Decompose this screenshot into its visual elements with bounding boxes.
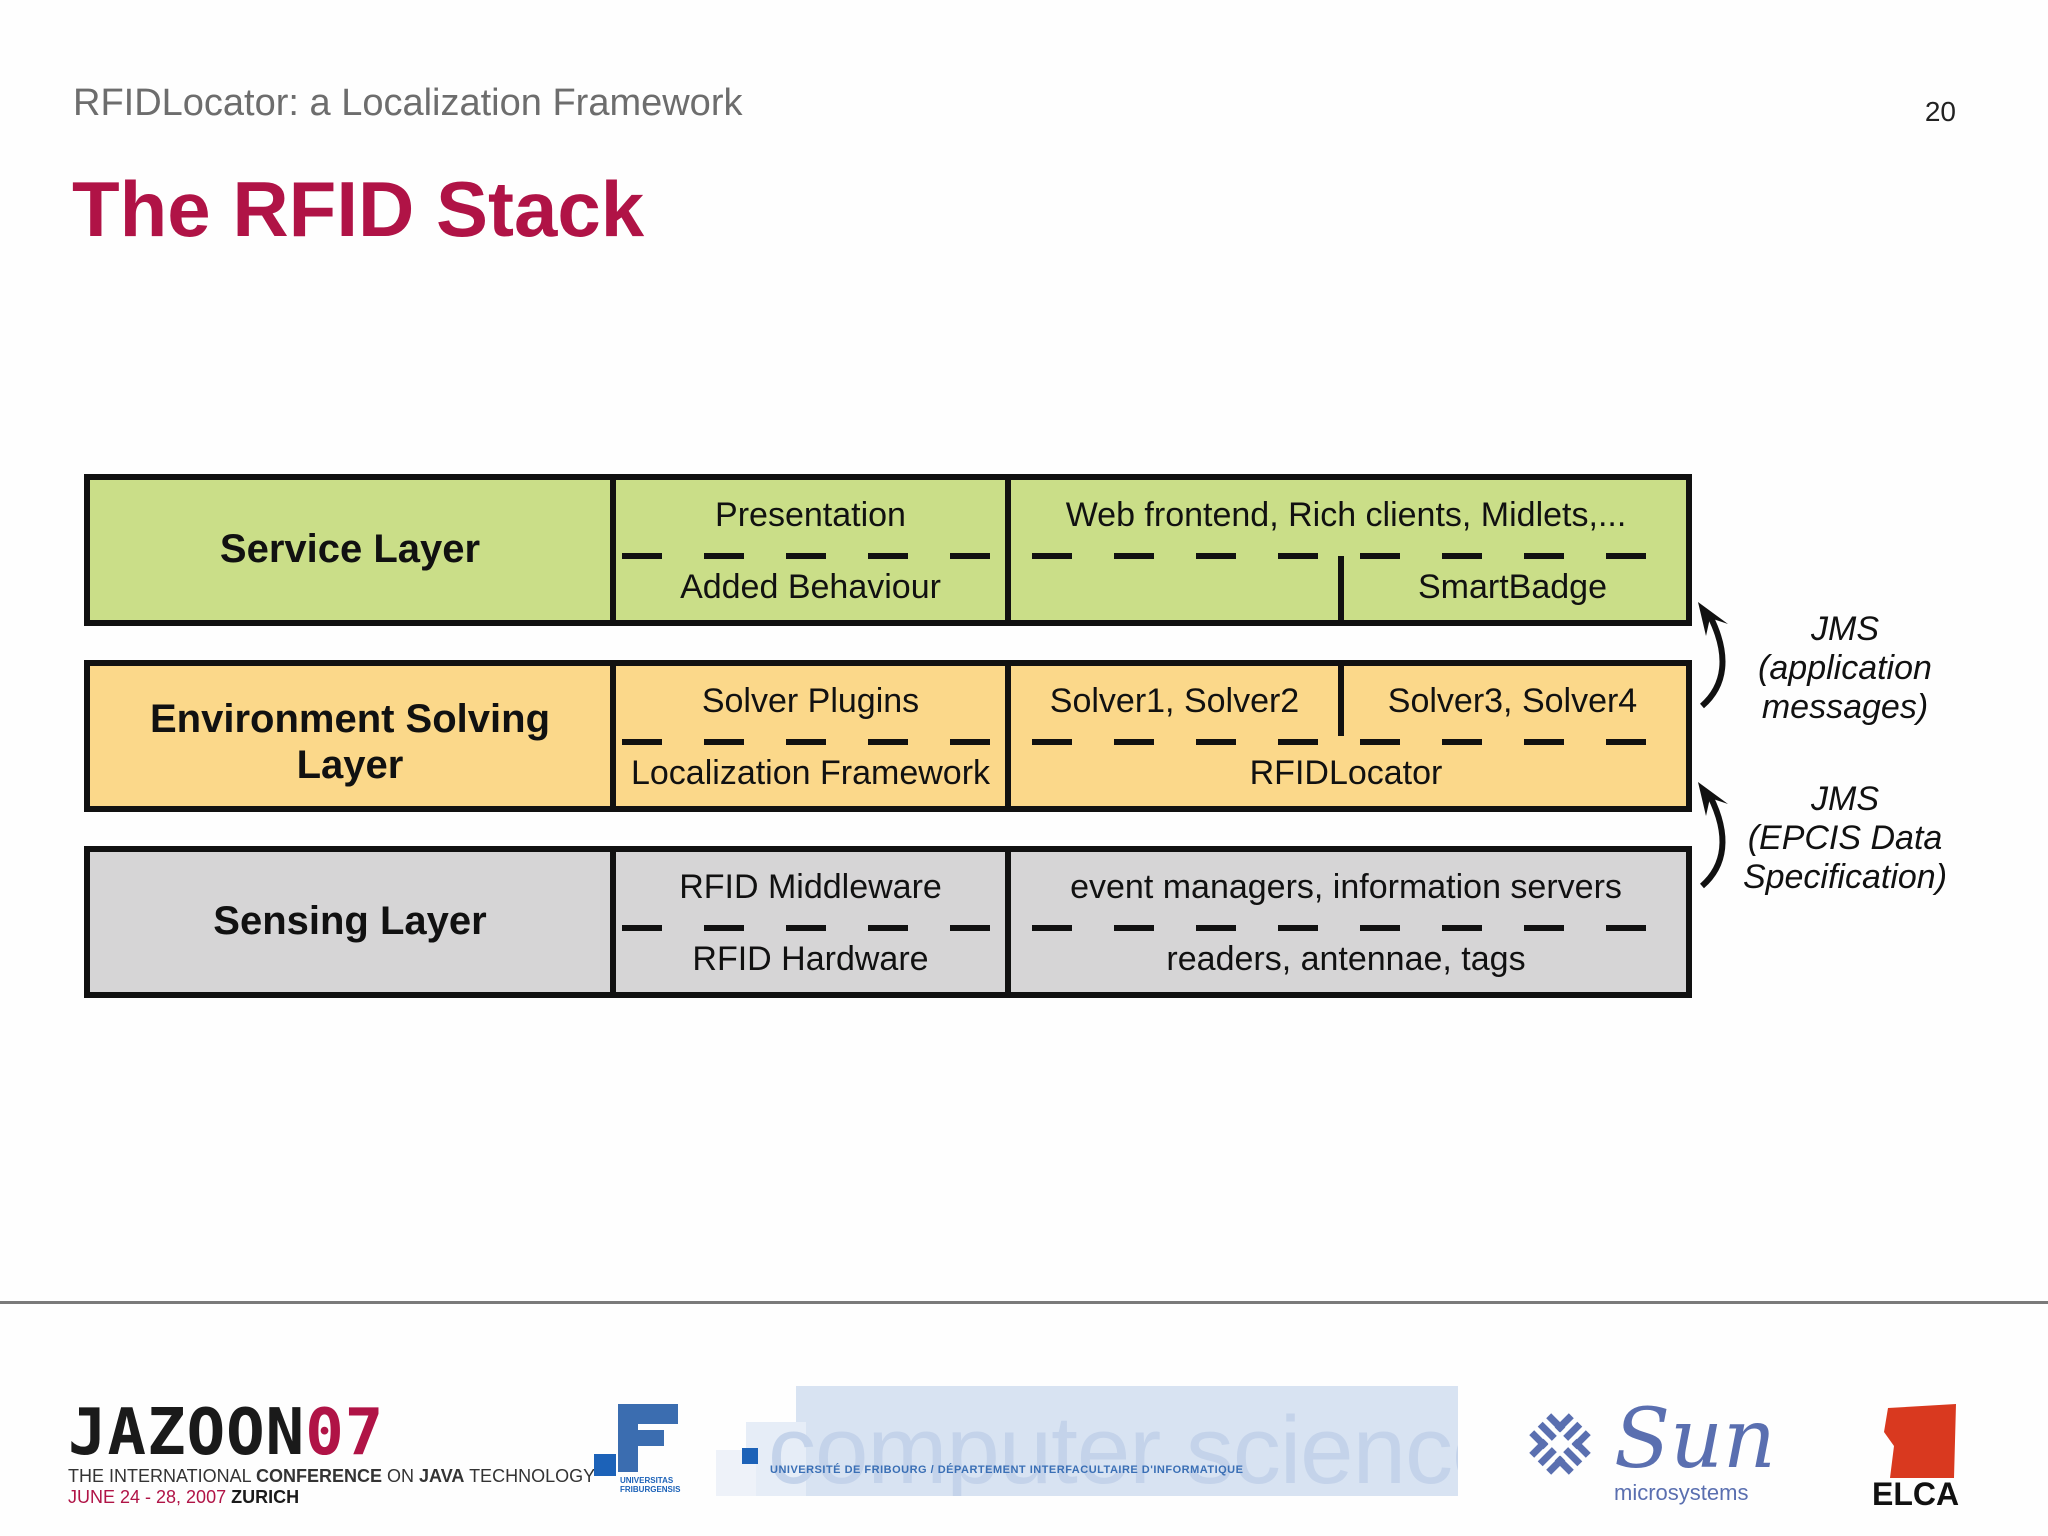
divider	[610, 474, 616, 626]
sensing-layer-box: Sensing Layer RFID Middleware RFID Hardw…	[84, 846, 1692, 998]
dashed-separator	[622, 739, 1000, 745]
dashed-separator	[1032, 553, 1680, 559]
dashed-separator	[1032, 739, 1680, 745]
environment-layer-label: Environment Solving Layer	[149, 697, 551, 787]
sun-subtitle: microsystems	[1614, 1480, 1749, 1505]
dashed-separator	[622, 553, 1000, 559]
computer-science-logo: computer science UNIVERSITÉ DE FRIBOURG …	[706, 1386, 1458, 1496]
dashed-separator	[1032, 925, 1680, 931]
service-layer-box: Service Layer Presentation Added Behavio…	[84, 474, 1692, 626]
env-solver1-solver2: Solver1, Solver2	[1049, 682, 1300, 720]
cs-square-icon	[742, 1448, 758, 1464]
cs-banner-bg	[796, 1386, 1458, 1496]
env-localization-framework: Localization Framework	[630, 754, 991, 792]
service-smartbadge: SmartBadge	[1418, 568, 1607, 606]
unifr-emblem-icon	[594, 1404, 678, 1476]
slide-subtitle: RFIDLocator: a Localization Framework	[73, 82, 743, 124]
upward-arrow-icon	[1698, 602, 1728, 709]
cs-caption: UNIVERSITÉ DE FRIBOURG / DÉPARTEMENT INT…	[770, 1464, 1244, 1476]
jms-application-messages-label: JMS (application messages)	[1758, 610, 1932, 726]
upward-arrow-icon	[1698, 782, 1728, 889]
divider	[610, 660, 616, 812]
slide-title: The RFID Stack	[72, 165, 645, 253]
service-clients: Web frontend, Rich clients, Midlets,...	[1065, 496, 1627, 534]
footer-divider	[0, 1301, 2048, 1304]
elca-emblem-icon	[1884, 1404, 1956, 1478]
sensing-event-managers: event managers, information servers	[1070, 868, 1622, 906]
divider	[1005, 474, 1011, 626]
jazoon-tagline: THE INTERNATIONAL CONFERENCE ON JAVA TEC…	[68, 1466, 596, 1486]
service-presentation: Presentation	[715, 496, 906, 534]
sun-wordmark: Sun	[1614, 1392, 1776, 1487]
env-solver3-solver4: Solver3, Solver4	[1387, 682, 1638, 720]
environment-layer-box: Environment Solving Layer Solver Plugins…	[84, 660, 1692, 812]
sun-emblem-icon	[1529, 1413, 1591, 1475]
sensing-rfid-hardware: RFID Hardware	[692, 940, 929, 978]
page-number: 20	[1924, 96, 1956, 127]
sun-logo: Sun microsystems	[1514, 1392, 1776, 1506]
service-added-behaviour: Added Behaviour	[680, 568, 941, 606]
env-solver-plugins: Solver Plugins	[701, 682, 920, 720]
cs-wordmark: computer science	[768, 1397, 1458, 1496]
elca-logo: ELCA	[1870, 1402, 1970, 1512]
divider	[1338, 556, 1344, 626]
sensing-rfid-middleware: RFID Middleware	[679, 868, 942, 906]
sensing-layer-label: Sensing Layer	[213, 899, 487, 943]
jazoon-wordmark: JAZOON07	[68, 1396, 385, 1470]
divider	[1338, 660, 1344, 736]
divider	[610, 846, 616, 998]
dashed-separator	[622, 925, 1000, 931]
jms-epcis-label: JMS (EPCIS Data Specification)	[1742, 780, 1948, 896]
divider	[1005, 846, 1011, 998]
elca-wordmark: ELCA	[1872, 1476, 1960, 1512]
service-layer-label: Service Layer	[219, 527, 481, 571]
jazoon-dates: JUNE 24 - 28, 2007 ZURICH	[68, 1487, 300, 1507]
env-rfidlocator: RFIDLocator	[1249, 754, 1443, 792]
divider	[1005, 660, 1011, 812]
sensing-readers-tags: readers, antennae, tags	[1166, 940, 1526, 978]
jazoon-logo: JAZOON07 THE INTERNATIONAL CONFERENCE ON…	[68, 1396, 595, 1516]
